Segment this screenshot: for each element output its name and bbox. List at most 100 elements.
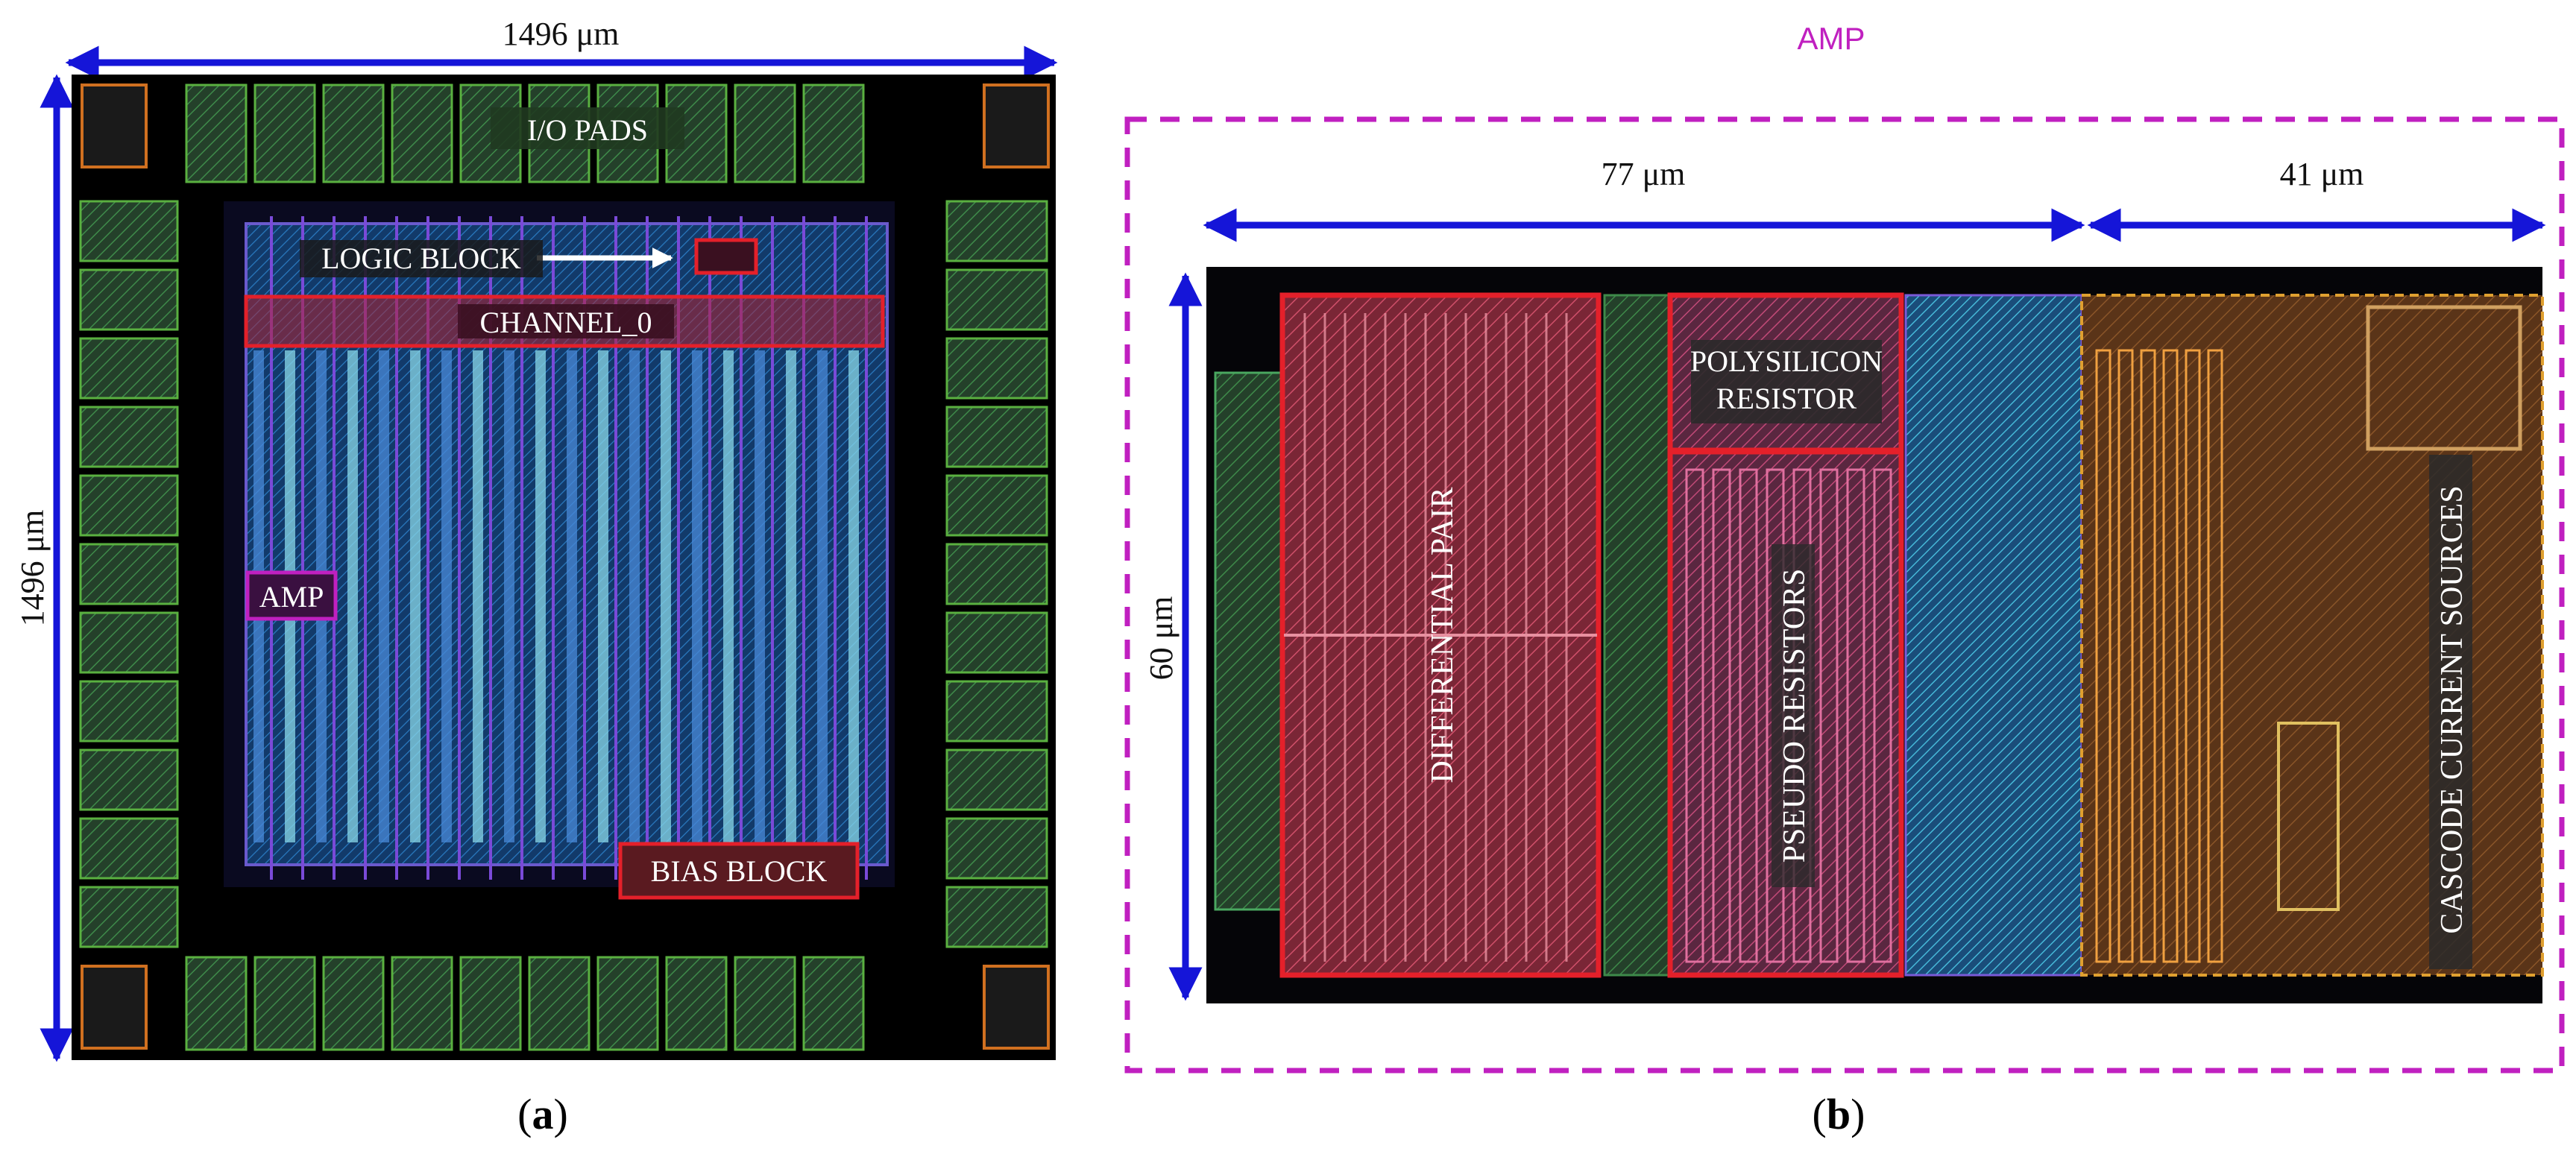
io-pad — [322, 956, 385, 1051]
channel-column — [567, 350, 577, 842]
pseudo-resistors-label: PSEUDO RESISTORS — [1777, 569, 1812, 863]
cascode-finger — [2117, 349, 2134, 963]
amp-dashed-box — [1124, 116, 2565, 1074]
io-pad — [734, 83, 796, 183]
io-pad — [945, 543, 1048, 605]
pr-finger — [1712, 468, 1731, 963]
io-pad — [253, 956, 316, 1051]
io-pad — [322, 83, 385, 183]
io-pad — [945, 337, 1048, 400]
polysilicon-resistor-label-bg — [1691, 340, 1882, 423]
channel-column — [629, 350, 640, 842]
io-pads-label-bg — [491, 107, 684, 149]
cascode-finger — [2095, 349, 2111, 963]
caption-a: (a) — [517, 1090, 568, 1138]
channel-0-label: CHANNEL_0 — [479, 306, 652, 339]
io-pad — [253, 83, 316, 183]
differential-pair-fingers — [1284, 313, 1597, 962]
io-pad — [79, 748, 179, 811]
dim-77-label: 77 μm — [1602, 156, 1686, 192]
pseudo-resistors-label-bg — [1772, 544, 1815, 887]
io-pad — [802, 83, 865, 183]
channel-column — [379, 350, 389, 842]
channel-column — [473, 350, 483, 842]
cascode-finger — [2207, 349, 2223, 963]
io-pad — [79, 337, 179, 400]
channel-column — [347, 350, 358, 842]
channel-column — [692, 350, 702, 842]
channel-column — [441, 350, 452, 842]
pr-finger — [1685, 468, 1704, 963]
io-pad-ring — [79, 83, 1050, 1051]
pr-finger — [1819, 468, 1839, 963]
io-pad — [945, 611, 1048, 674]
io-pad — [79, 680, 179, 743]
io-pad — [802, 956, 865, 1051]
amp-title: AMP — [1797, 21, 1865, 56]
io-pad — [945, 748, 1048, 811]
corner-pad — [983, 83, 1050, 168]
cascode-finger — [2185, 349, 2201, 963]
amp-label: AMP — [259, 580, 324, 614]
dim-60-label: 60 μm — [1143, 596, 1180, 681]
io-pad — [945, 200, 1048, 262]
channel-column — [661, 350, 671, 842]
cascode-current-sources-box — [2080, 294, 2544, 977]
channel-column — [410, 350, 421, 842]
io-pad — [79, 817, 179, 880]
corner-pad — [81, 965, 148, 1050]
pr-finger — [1846, 468, 1865, 963]
channel-column — [535, 350, 546, 842]
io-pad — [945, 680, 1048, 743]
io-pad — [185, 83, 248, 183]
polysilicon-resistor-label-line1: POLYSILICON — [1690, 344, 1883, 378]
channel-column — [848, 350, 859, 842]
io-pad — [734, 956, 796, 1051]
io-pad — [945, 886, 1048, 948]
io-pad — [185, 956, 248, 1051]
cascode-finger — [2162, 349, 2179, 963]
bias-block-label: BIAS BLOCK — [651, 854, 828, 888]
height-dimension-label: 1496 μm — [14, 510, 51, 627]
middle-routing-strip — [1603, 294, 1670, 977]
io-pad — [391, 83, 453, 183]
pr-finger — [1739, 468, 1758, 963]
io-pads-label: I/O PADS — [527, 113, 648, 147]
caption-b: (b) — [1813, 1090, 1865, 1138]
io-pad — [596, 956, 659, 1051]
io-pad — [79, 543, 179, 605]
cascode-current-sources-label: CASCODE CURRENT SOURCES — [2435, 485, 2469, 933]
channel-column — [817, 350, 828, 842]
cascode-device — [2277, 722, 2340, 911]
io-pad — [528, 956, 591, 1051]
channel-column — [504, 350, 514, 842]
logic-block-label: LOGIC BLOCK — [321, 242, 521, 275]
io-pad — [459, 956, 522, 1051]
io-pad — [79, 200, 179, 262]
panel-a: 1496 μm 1496 μm LOGIC BLOCK CHANNEL_0 AM… — [14, 16, 1058, 1138]
io-pad — [79, 406, 179, 468]
io-pad — [79, 886, 179, 948]
channel-column — [598, 350, 608, 842]
io-pad — [945, 268, 1048, 331]
channel-column — [723, 350, 734, 842]
pseudo-resistors-box — [1667, 449, 1904, 978]
cascode-label-bg — [2429, 455, 2472, 969]
cascode-device — [2366, 305, 2522, 451]
bias-block-box — [618, 842, 860, 900]
io-pad — [945, 817, 1048, 880]
panel-b: AMP 77 μm 41 μm 60 μm DIFFERENTIAL PAIR … — [1124, 21, 2565, 1138]
io-pad — [79, 474, 179, 537]
channel-0-label-bg — [458, 304, 674, 338]
io-pad — [945, 474, 1048, 537]
io-pad — [79, 268, 179, 331]
io-pad — [945, 406, 1048, 468]
right-routing-block — [1904, 294, 2083, 977]
dim-41-label: 41 μm — [2280, 156, 2364, 192]
corner-pad — [983, 965, 1050, 1050]
differential-pair-label: DIFFERENTIAL PAIR — [1426, 487, 1460, 783]
polysilicon-resistor-label-line2: RESISTOR — [1716, 382, 1857, 415]
io-pad — [391, 956, 453, 1051]
io-pad — [79, 611, 179, 674]
